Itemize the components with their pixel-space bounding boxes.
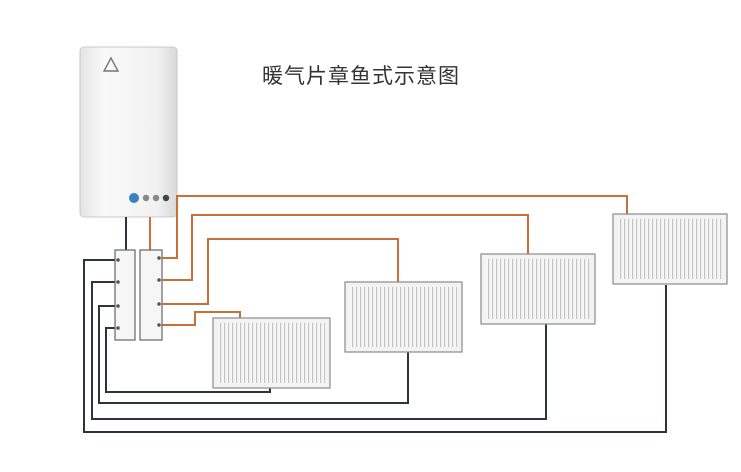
- control-knob-icon: [152, 194, 160, 202]
- pressure-gauge-icon: [129, 193, 139, 203]
- supply-pipe-2: [162, 238, 399, 305]
- diagram-title: 暖气片章鱼式示意图: [262, 64, 460, 88]
- return-pipe-1: [105, 327, 271, 393]
- return-pipe-4: [83, 259, 667, 433]
- boiler-controls: [129, 193, 170, 203]
- supply-pipes: [162, 195, 628, 326]
- radiator-4: [612, 213, 728, 285]
- warning-triangle-icon: [102, 56, 120, 72]
- supply-pipe-4: [162, 195, 628, 259]
- manifold-valves: [116, 256, 161, 330]
- radiator-2: [344, 281, 463, 353]
- return-pipes: [83, 259, 667, 433]
- radiator-3: [480, 253, 596, 325]
- boiler: [79, 46, 178, 218]
- supply-pipe-1: [162, 311, 241, 326]
- radiator-1: [212, 317, 331, 389]
- supply-manifold: [139, 249, 163, 341]
- manifold-assembly: [114, 249, 163, 341]
- control-knob-icon: [142, 194, 150, 202]
- control-knob-icon: [162, 194, 170, 202]
- supply-pipe-3: [162, 214, 529, 281]
- boiler-body: [79, 46, 178, 218]
- return-pipe-3: [91, 281, 547, 420]
- boiler-connection-pipes: [125, 217, 151, 250]
- return-manifold: [114, 249, 136, 341]
- return-pipe-2: [98, 305, 409, 404]
